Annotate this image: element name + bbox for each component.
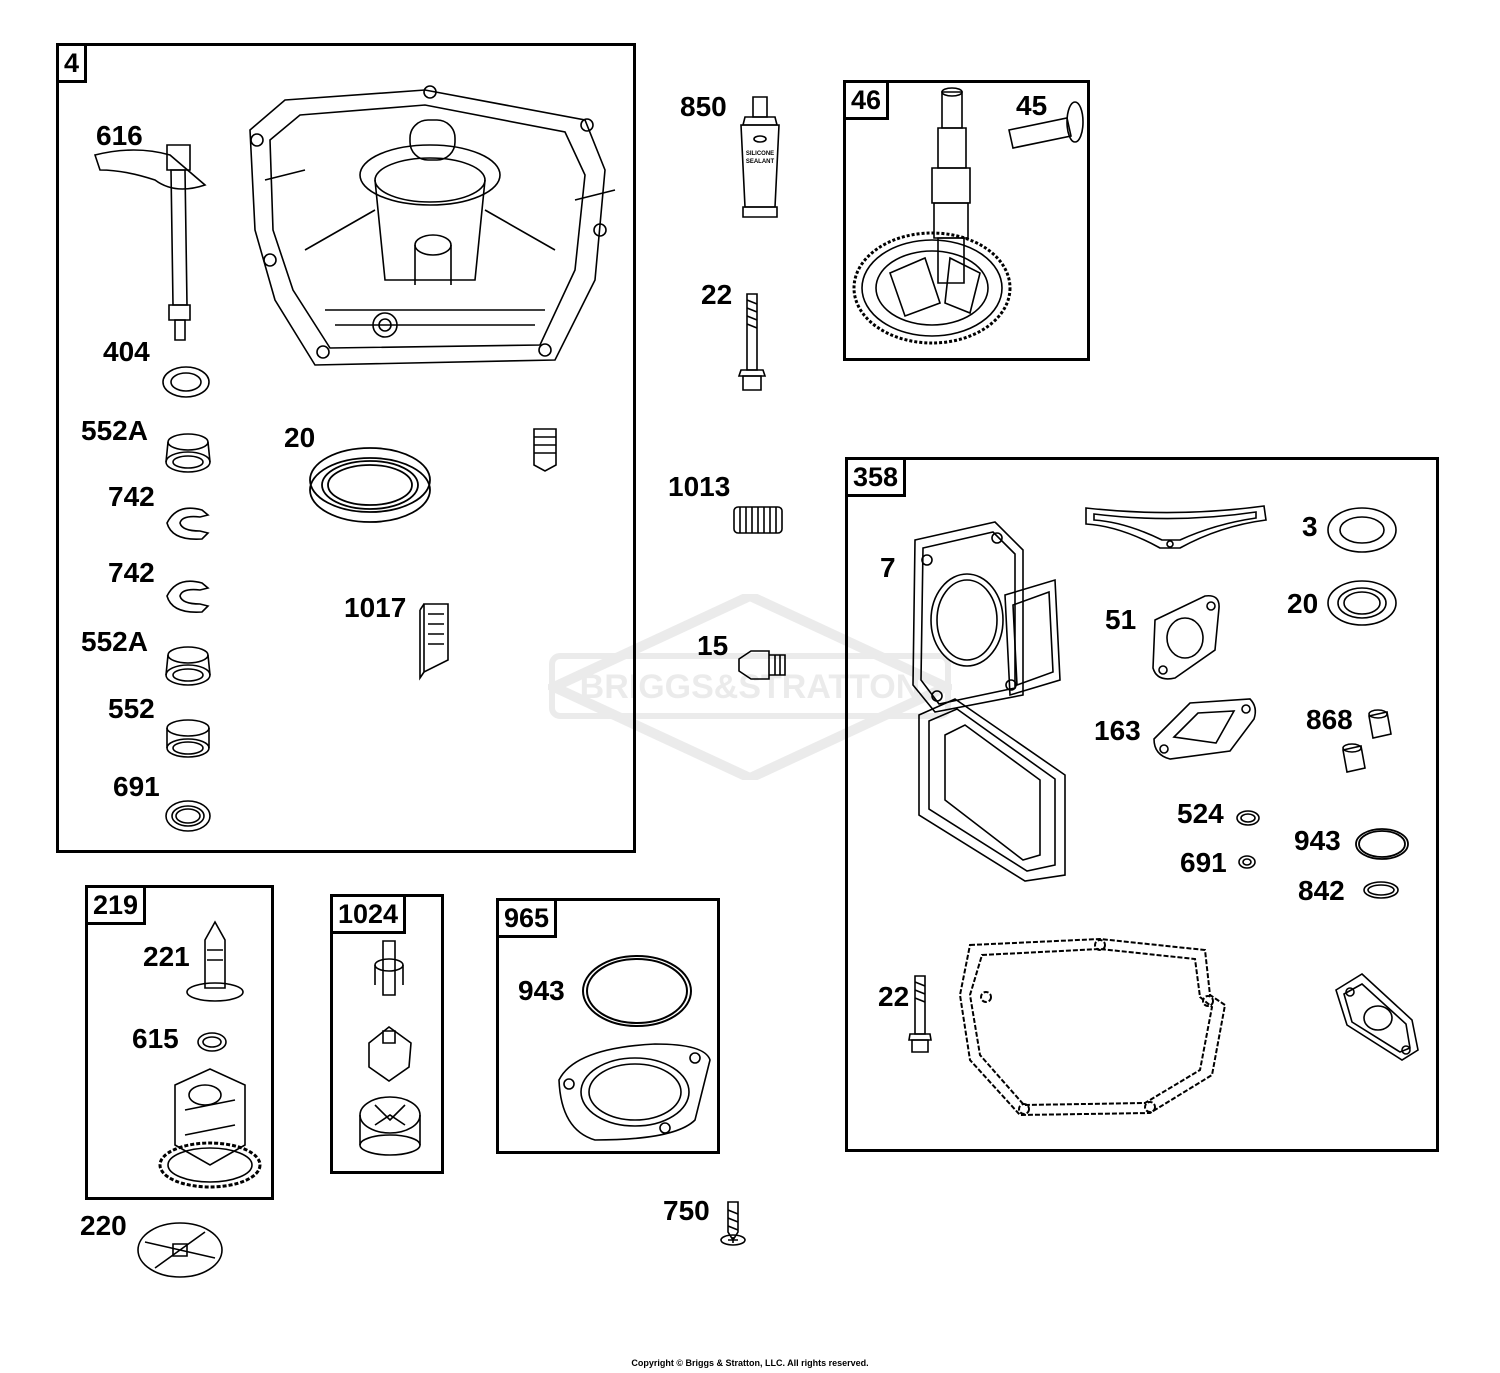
screw-750-drawing	[718, 1198, 748, 1250]
part-label-20: 20	[284, 422, 316, 453]
camshaft-gear-drawing	[850, 88, 1015, 353]
part-label-22: 22	[878, 981, 910, 1012]
bushing-552a-drawing	[163, 645, 213, 687]
part-label-1013: 1013	[668, 471, 731, 502]
group-box-965: 965	[496, 898, 720, 1154]
gear-220-drawing	[135, 1220, 225, 1280]
part-label-943: 943	[518, 975, 565, 1006]
part-label-943: 943	[1294, 825, 1341, 856]
oil-screen-1017-drawing	[410, 600, 455, 680]
sealant-label-line-2: SEALANT	[746, 159, 775, 165]
group-box-4: 4	[56, 43, 636, 853]
part-label-616: 616	[96, 120, 143, 151]
pump-cover-plate-drawing	[555, 1040, 715, 1145]
sealant-tube-850-drawing: SILICONE SEALANT	[735, 95, 785, 220]
valve-cover-gasket-drawing	[915, 695, 1070, 885]
o-ring-943-drawing	[1352, 825, 1412, 863]
group-tag: 1024	[330, 894, 407, 934]
governor-shaft-drawing	[95, 135, 225, 345]
part-label-524: 524	[1177, 798, 1224, 829]
plug-drawing	[530, 425, 560, 473]
oil-pump-assembly-drawing	[355, 935, 425, 1160]
group-box-46: 46	[843, 80, 1090, 361]
part-label-51: 51	[1105, 604, 1137, 635]
part-label-691: 691	[1180, 847, 1227, 878]
part-label-7: 7	[880, 552, 896, 583]
gasket-51-drawing	[1145, 590, 1225, 685]
crankcase-cover-drawing	[245, 80, 630, 370]
group-tag: 219	[85, 885, 147, 925]
part-label-220: 220	[80, 1210, 127, 1241]
part-label-404: 404	[103, 336, 150, 367]
e-clip-742-drawing	[162, 578, 214, 616]
crankcase-gasket-drawing	[950, 935, 1235, 1120]
breather-gasket-drawing	[1332, 970, 1422, 1065]
watermark-text: BRIGGS&STRATTON	[580, 668, 921, 706]
part-label-221: 221	[143, 941, 190, 972]
gasket-upper-drawing	[1080, 500, 1270, 555]
part-label-22: 22	[701, 279, 733, 310]
part-label-850: 850	[680, 91, 727, 122]
part-label-742: 742	[108, 481, 155, 512]
o-ring-943-large-drawing	[580, 952, 695, 1030]
bolt-22-drawing	[735, 290, 770, 395]
group-box-219: 219	[85, 885, 274, 1200]
part-label-45: 45	[1016, 90, 1048, 121]
part-label-552a: 552A	[81, 626, 148, 657]
bushing-552-drawing	[163, 718, 213, 760]
seal-3-drawing	[1325, 505, 1400, 555]
seal-691-small-drawing	[1236, 853, 1258, 871]
part-label-552a: 552A	[81, 415, 148, 446]
washer-404-drawing	[160, 365, 212, 400]
group-box-358: 358	[845, 457, 1439, 1152]
briggs-stratton-watermark-logo: BRIGGS&STRATTON	[548, 594, 952, 780]
e-clip-742-drawing	[162, 505, 214, 543]
head-gasket-7-drawing	[905, 520, 1065, 715]
sleeve-1013-drawing	[730, 503, 786, 537]
part-label-552: 552	[108, 693, 155, 724]
group-tag: 358	[845, 457, 907, 497]
part-label-742: 742	[108, 557, 155, 588]
group-tag: 4	[56, 43, 88, 83]
o-ring-524-drawing	[1234, 808, 1262, 828]
part-label-691: 691	[113, 771, 160, 802]
pin-45-drawing	[1005, 100, 1090, 155]
plug-15-drawing	[735, 645, 790, 685]
group-tag: 46	[843, 80, 890, 120]
o-ring-842-drawing	[1360, 878, 1402, 902]
governor-cup-221-drawing	[185, 920, 245, 1005]
part-label-3: 3	[1302, 511, 1318, 542]
copyright-notice: Copyright © Briggs & Stratton, LLC. All …	[631, 1358, 869, 1368]
part-label-15: 15	[697, 630, 729, 661]
governor-gear-assembly-drawing	[155, 1065, 265, 1195]
oil-seal-drawing	[305, 445, 435, 525]
dowel-868-drawing	[1335, 708, 1400, 778]
part-label-615: 615	[132, 1023, 179, 1054]
part-label-1017: 1017	[344, 592, 407, 623]
part-label-868: 868	[1306, 704, 1353, 735]
bushing-552a-drawing	[163, 432, 213, 474]
sealant-label-line-1: SILICONE	[746, 151, 774, 157]
part-label-163: 163	[1094, 715, 1141, 746]
part-label-750: 750	[663, 1195, 710, 1226]
part-label-20: 20	[1287, 588, 1319, 619]
seal-20-drawing	[1325, 578, 1400, 628]
washer-615-drawing	[195, 1030, 230, 1055]
group-tag: 965	[496, 898, 558, 938]
part-label-842: 842	[1298, 875, 1345, 906]
seal-691-drawing	[163, 798, 213, 834]
group-box-1024: 1024	[330, 894, 444, 1174]
gasket-163-drawing	[1150, 695, 1260, 763]
bolt-22-small-drawing	[905, 972, 935, 1057]
